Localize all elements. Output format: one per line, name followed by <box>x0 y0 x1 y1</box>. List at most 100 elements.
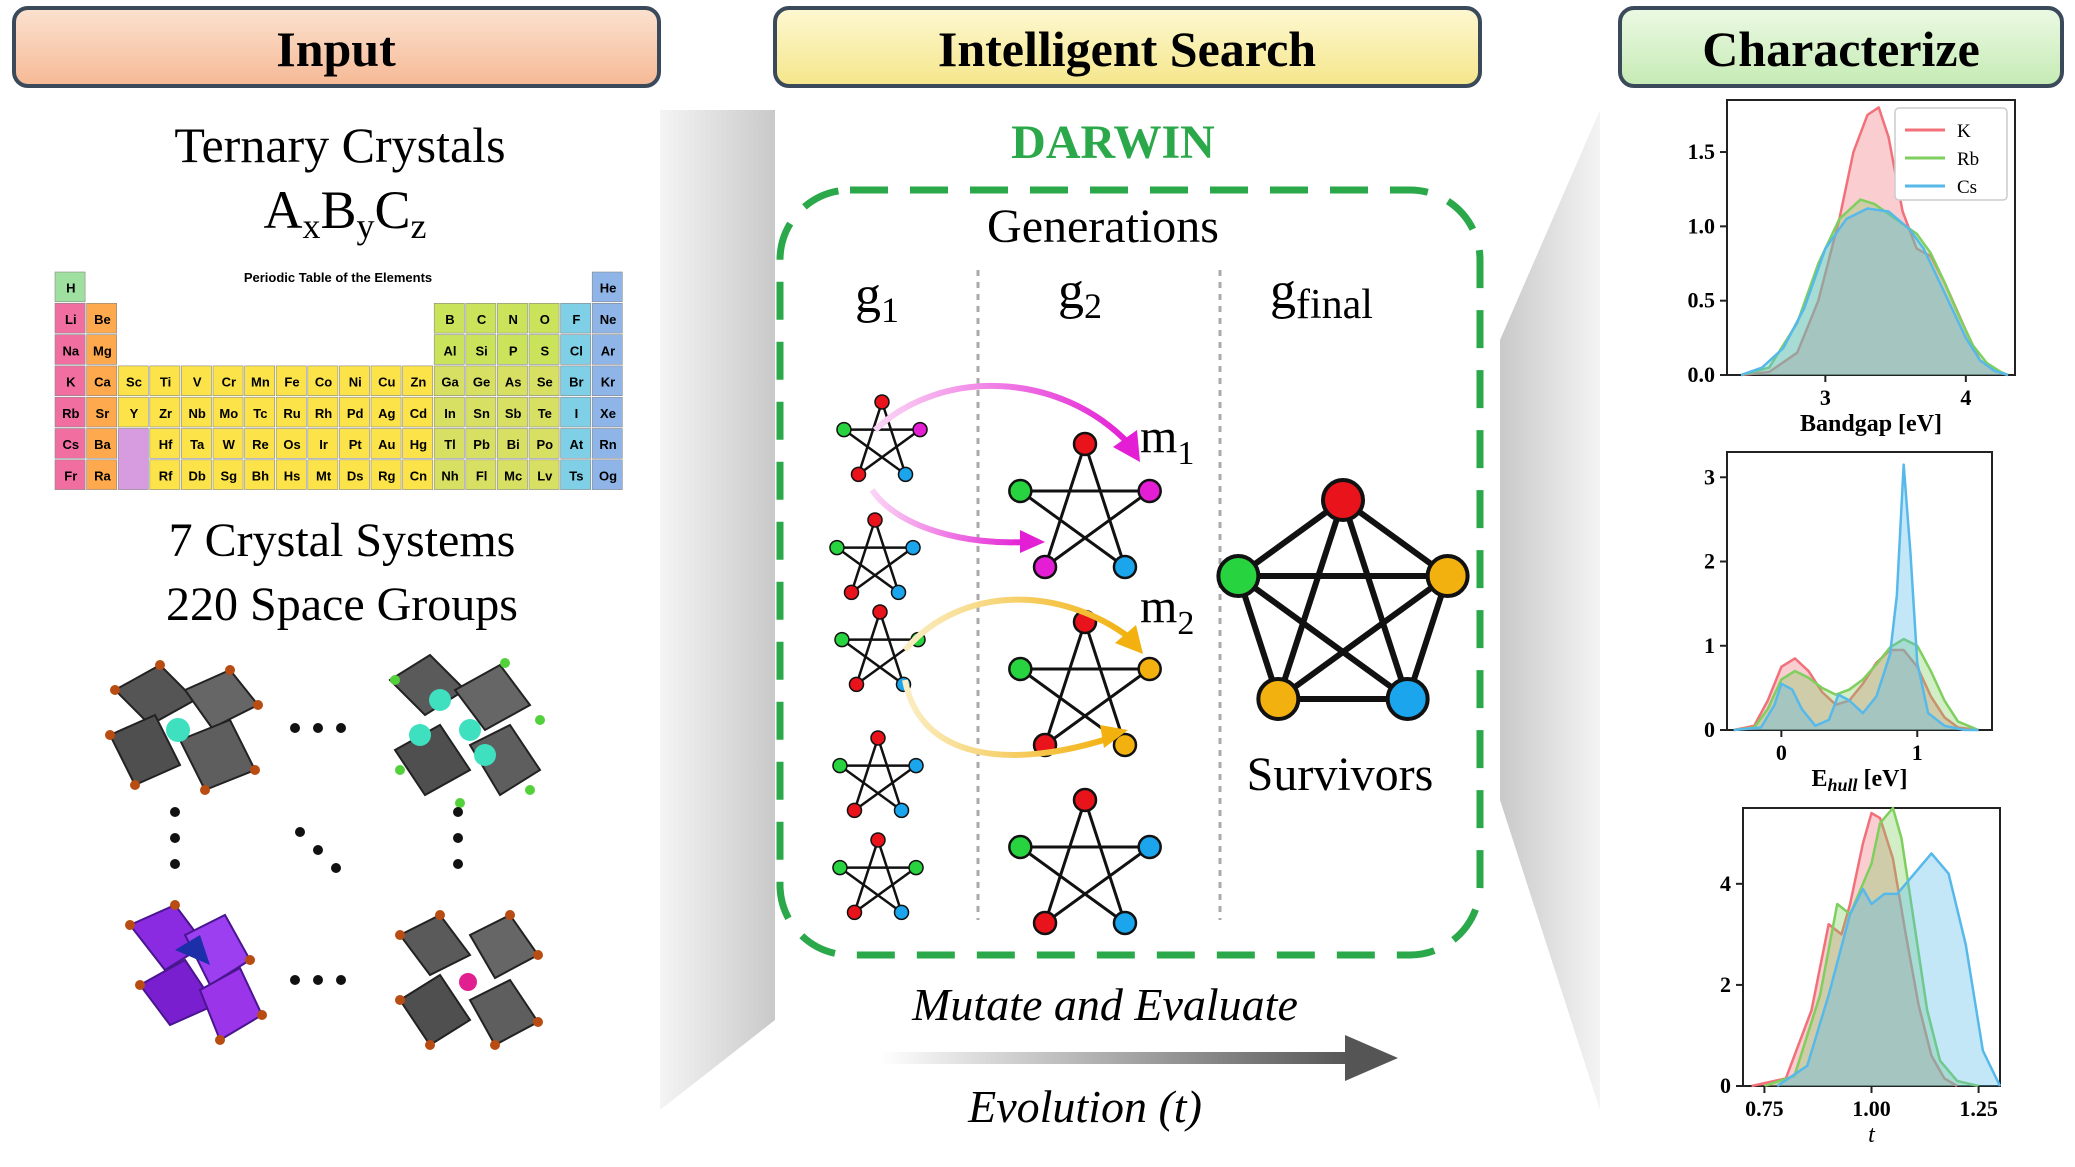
survivor-node <box>1216 554 1261 599</box>
periodic-table-title: Periodic Table of the Elements <box>244 270 432 285</box>
element-cell: K <box>54 365 86 396</box>
element-cell: Tl <box>433 428 465 459</box>
element-symbol: Ts <box>569 468 583 483</box>
survivor-graph <box>1216 478 1470 721</box>
element-cell: Br <box>560 365 591 396</box>
ternary-title: Ternary Crystals <box>174 117 505 173</box>
element-cell: Nb <box>181 396 212 428</box>
graph-node <box>1008 656 1033 682</box>
element-symbol: Os <box>283 437 300 452</box>
g1-label: g1 <box>855 267 899 330</box>
series-line-Rb <box>1764 806 1979 1088</box>
element-cell: Db <box>181 459 212 490</box>
survivor-node <box>1385 676 1430 721</box>
element-cell: Os <box>275 428 307 459</box>
formula-b: B <box>320 180 356 240</box>
g2-label: g2 <box>1058 263 1102 326</box>
graph-node <box>832 757 848 774</box>
element-cell: Ne <box>591 302 623 334</box>
element-symbol: Tc <box>253 406 267 421</box>
element-cell: Mg <box>86 334 117 365</box>
x-tick-label: 0 <box>1776 740 1787 765</box>
element-cell: Po <box>528 428 560 459</box>
mutate-evaluate-label: Mutate and Evaluate <box>911 979 1298 1030</box>
graph-node <box>905 539 921 556</box>
graph-node <box>890 584 907 601</box>
formula-x: x <box>302 206 320 246</box>
element-symbol: Tl <box>444 437 456 452</box>
plot-frame <box>1726 451 1993 731</box>
series-line-Cs <box>1740 207 2009 377</box>
series-line-K <box>1751 811 1958 1088</box>
element-symbol: Be <box>94 312 111 327</box>
formula-c: C <box>375 180 411 240</box>
survivor-node <box>1321 478 1365 522</box>
mutation-arrow-1b <box>869 488 1026 546</box>
x-axis-label: Ehull [eV] <box>1811 766 1907 795</box>
survivor-node <box>1425 554 1470 599</box>
x-tick-label: 0.75 <box>1745 1096 1784 1121</box>
gfinal-label: gfinal <box>1270 263 1373 328</box>
structure-graph <box>1008 787 1162 936</box>
element-symbol: Sg <box>220 468 237 483</box>
element-symbol: Mn <box>251 375 270 390</box>
y-tick-label: 1 <box>1704 633 1715 658</box>
element-cell: W <box>212 428 244 459</box>
element-symbol: Lv <box>537 468 553 483</box>
series-line-Cs <box>1733 463 1979 732</box>
element-symbol: O <box>540 312 550 327</box>
element-symbol: Rn <box>599 437 616 452</box>
series-area-K <box>1751 813 1958 1086</box>
y-tick-label: 1.5 <box>1688 139 1716 164</box>
search-header: Intelligent Search <box>773 6 1482 88</box>
x-tick-label: 4 <box>1960 385 1971 410</box>
evolution-label: Evolution (t) <box>967 1081 1202 1132</box>
element-cell: Ta <box>181 428 212 459</box>
element-cell: Ru <box>275 396 307 428</box>
graph-node <box>1032 554 1058 580</box>
element-symbol: At <box>570 437 584 452</box>
series-line-Cs <box>1776 852 2002 1088</box>
crystal-structure-2 <box>388 653 545 808</box>
element-cell: Bh <box>244 459 276 490</box>
element-symbol: Cs <box>62 437 79 452</box>
element-cell: Co <box>307 365 339 396</box>
element-symbol: Ti <box>160 375 171 390</box>
element-cell: Cu <box>370 365 402 396</box>
y-tick-label: 0 <box>1704 717 1715 742</box>
x-axis-label: Bandgap [eV] <box>1800 411 1942 437</box>
element-symbol: Ba <box>94 437 111 452</box>
generations-label: Generations <box>987 200 1219 253</box>
element-symbol: Po <box>536 437 553 452</box>
element-symbol: Ds <box>347 468 364 483</box>
x-axis-label: t <box>1868 1122 1876 1148</box>
element-symbol: Na <box>62 343 79 358</box>
x-tick-label: 1.00 <box>1852 1096 1891 1121</box>
y-tick-label: 4 <box>1720 871 1731 896</box>
element-cell: Fr <box>54 459 86 490</box>
element-cell: Sb <box>497 396 528 428</box>
element-cell: Tc <box>244 396 276 428</box>
mutation-arrow-1a-head <box>1113 430 1140 462</box>
element-symbol: Kr <box>601 375 615 390</box>
element-cell: Sr <box>86 396 117 428</box>
graph-node <box>846 904 863 921</box>
element-cell: P <box>497 334 528 365</box>
element-cell: Xe <box>591 396 623 428</box>
formula-a: A <box>263 180 302 240</box>
space-groups-text: 220 Space Groups <box>166 578 518 631</box>
m1-label: m1 <box>1140 410 1194 472</box>
element-cell: N <box>497 302 528 334</box>
element-cell: Bi <box>497 428 528 459</box>
element-cell: Ts <box>560 459 591 490</box>
element-cell: Mt <box>307 459 339 490</box>
legend-label: Cs <box>1957 177 1977 198</box>
element-cell: Ni <box>339 365 370 396</box>
element-symbol: P <box>509 343 518 358</box>
darwin-dashed-box <box>776 186 1484 959</box>
element-cell: Ti <box>149 365 181 396</box>
graph-node <box>1137 656 1162 682</box>
characterize-header: Characterize <box>1618 6 2064 88</box>
